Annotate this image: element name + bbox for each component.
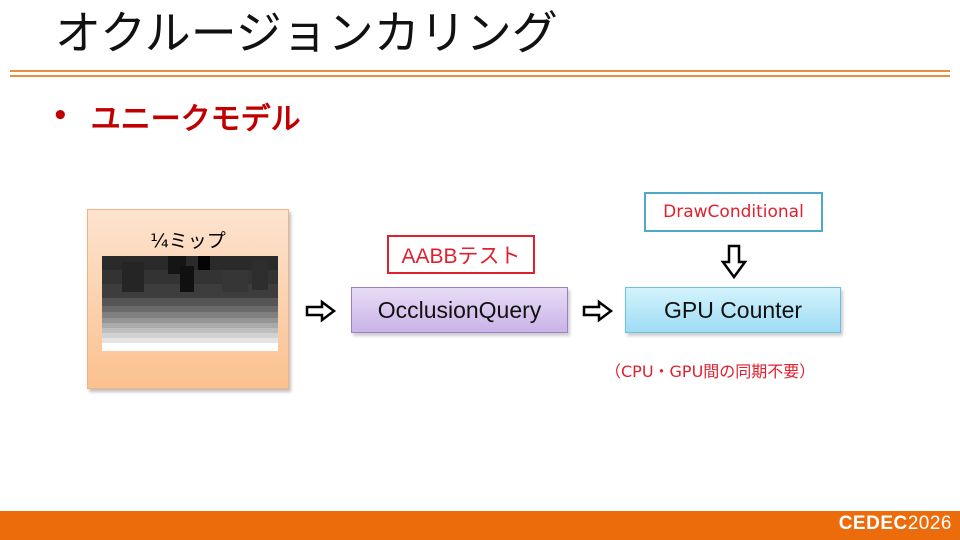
footer-bar: CEDEC2026: [0, 511, 960, 540]
depth-mip-image: [102, 256, 278, 351]
draw-conditional-label: DrawConditional: [644, 192, 823, 232]
bullet-text: ユニークモデル: [90, 102, 301, 137]
title-rule-bottom: [10, 75, 950, 77]
slide-title: オクルージョンカリング: [55, 6, 558, 60]
mip-label: ¼ミップ: [150, 230, 226, 252]
cedec-logo: CEDEC2026: [839, 513, 952, 535]
right-arrow-icon: [305, 299, 337, 323]
title-rule-top: [10, 70, 950, 72]
gpu-counter-box: GPU Counter: [625, 287, 841, 333]
bullet-item: • ユニークモデル: [52, 96, 301, 137]
down-arrow-icon: [720, 244, 748, 280]
occlusion-query-box: OcclusionQuery: [351, 287, 568, 333]
quarter-mip-panel: ¼ミップ: [87, 209, 289, 389]
right-arrow-icon: [582, 299, 614, 323]
sync-note: （CPU・GPU間の同期不要）: [605, 362, 816, 381]
aabb-test-label: AABBテスト: [387, 235, 535, 274]
logo-brand: CEDEC: [838, 513, 908, 534]
logo-year: 2026: [907, 513, 952, 534]
bullet-marker: •: [52, 101, 69, 131]
